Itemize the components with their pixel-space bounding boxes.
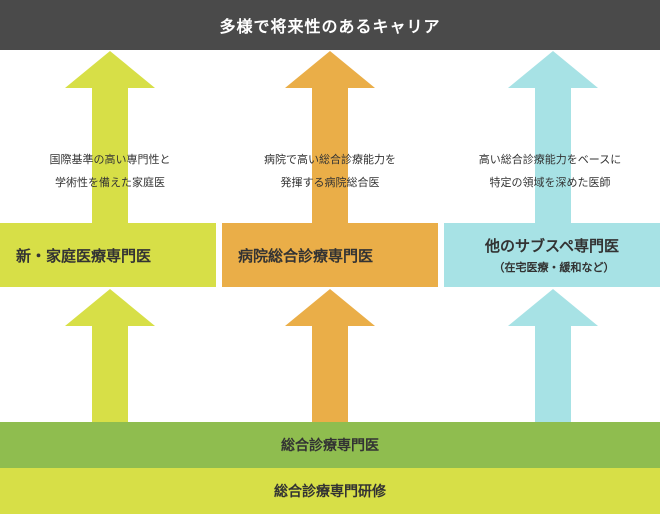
arrow-lower-family-medicine (65, 289, 155, 424)
description-hospital-medicine: 病院で高い総合診療能力を 発揮する病院総合医 (220, 148, 440, 194)
description-line: 国際基準の高い専門性と (49, 153, 171, 166)
description-line: 高い総合診療能力をベースに (478, 153, 622, 166)
training-label: 総合診療専門研修 (274, 484, 386, 500)
description-line: 発揮する病院総合医 (280, 176, 380, 189)
training-bar: 総合診療専門研修 (0, 468, 660, 514)
arrow-upper-hospital-medicine (285, 51, 375, 228)
description-line: 学術性を備えた家庭医 (55, 176, 165, 189)
specialist-bar: 総合診療専門医 (0, 422, 660, 468)
specialist-label: 総合診療専門医 (281, 438, 379, 454)
box-hospital-medicine: 病院総合診療専門医 (222, 223, 438, 287)
box-label: 他のサブスペ専門医 (485, 237, 619, 255)
arrow-lower-hospital-medicine (285, 289, 375, 424)
career-title-bar: 多様で将来性のあるキャリア (0, 0, 660, 50)
description-line: 特定の領域を深めた医師 (489, 176, 611, 189)
box-family-medicine: 新・家庭医療専門医 (0, 223, 216, 287)
box-label: 病院総合診療専門医 (238, 246, 374, 265)
arrow-lower-subspecialty (508, 289, 598, 424)
description-family-medicine: 国際基準の高い専門性と 学術性を備えた家庭医 (0, 148, 220, 194)
box-subspecialty: 他のサブスペ専門医 （在宅医療・緩和など） (444, 223, 660, 287)
arrow-upper-subspecialty (508, 51, 598, 228)
description-subspecialty: 高い総合診療能力をベースに 特定の領域を深めた医師 (440, 148, 660, 194)
box-sublabel: （在宅医療・緩和など） (493, 261, 615, 274)
box-label: 新・家庭医療専門医 (16, 246, 152, 265)
arrow-upper-family-medicine (65, 51, 155, 228)
description-line: 病院で高い総合診療能力を (264, 153, 396, 166)
career-title: 多様で将来性のあるキャリア (219, 17, 441, 36)
